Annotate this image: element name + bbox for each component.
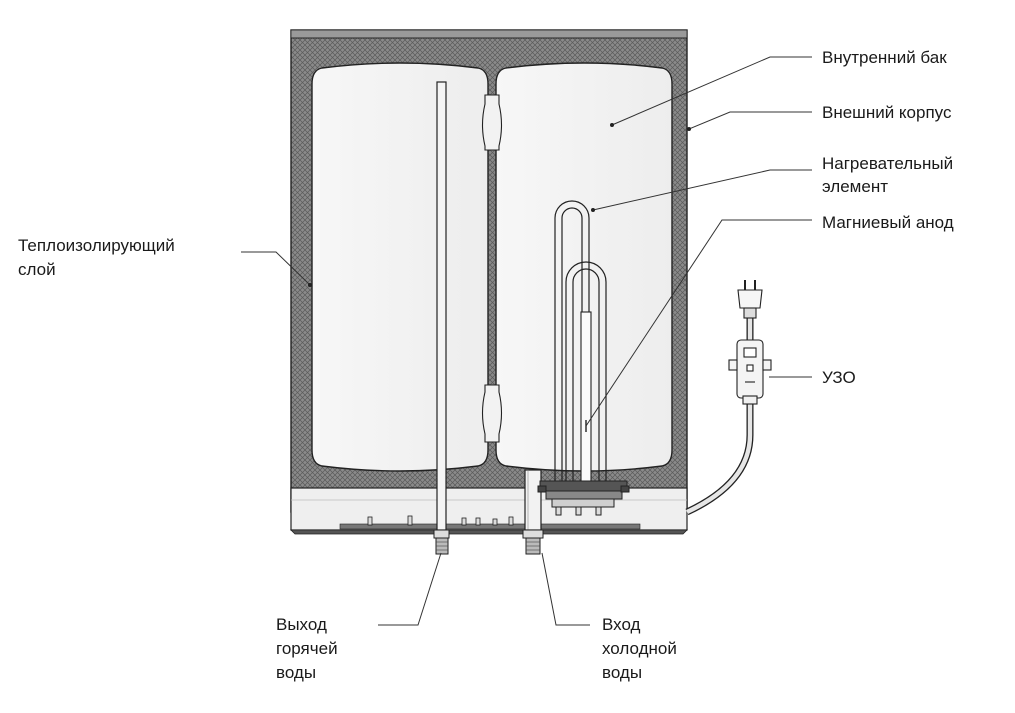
leader-dots [308, 123, 691, 287]
magnesium-anode [580, 311, 592, 483]
leader-lines [241, 56, 812, 626]
cold-water-pipe [522, 469, 544, 555]
hot-water-pipe [433, 81, 450, 555]
plug [737, 280, 763, 319]
label-hot-outlet-2: горячей [276, 639, 338, 658]
inner-tank-left [311, 62, 489, 472]
label-insulation-1: Теплоизолирующий [18, 236, 175, 255]
inner-tank-right [495, 62, 673, 472]
bottom-fittings [367, 515, 514, 526]
chamber-connectors [481, 94, 503, 443]
label-outer-casing: Внешний корпус [822, 103, 952, 122]
label-heating-element-1: Нагревательный [822, 154, 953, 173]
label-hot-outlet-3: воды [276, 663, 316, 682]
label-hot-outlet-1: Выход [276, 615, 327, 634]
label-inner-tank: Внутренний бак [822, 48, 947, 67]
heating-element [554, 200, 607, 482]
rcd-device [728, 339, 772, 405]
bottom-panel [290, 487, 688, 535]
label-cold-inlet-1: Вход [602, 615, 641, 634]
power-cord [685, 318, 754, 516]
label-heating-element-2: элемент [822, 177, 888, 196]
label-cold-inlet-3: воды [602, 663, 642, 682]
label-magnesium-anode: Магниевый анод [822, 213, 954, 232]
flange-assembly [537, 480, 630, 516]
label-rcd: УЗО [822, 368, 856, 387]
label-insulation-2: слой [18, 260, 56, 279]
label-cold-inlet-2: холодной [602, 639, 677, 658]
